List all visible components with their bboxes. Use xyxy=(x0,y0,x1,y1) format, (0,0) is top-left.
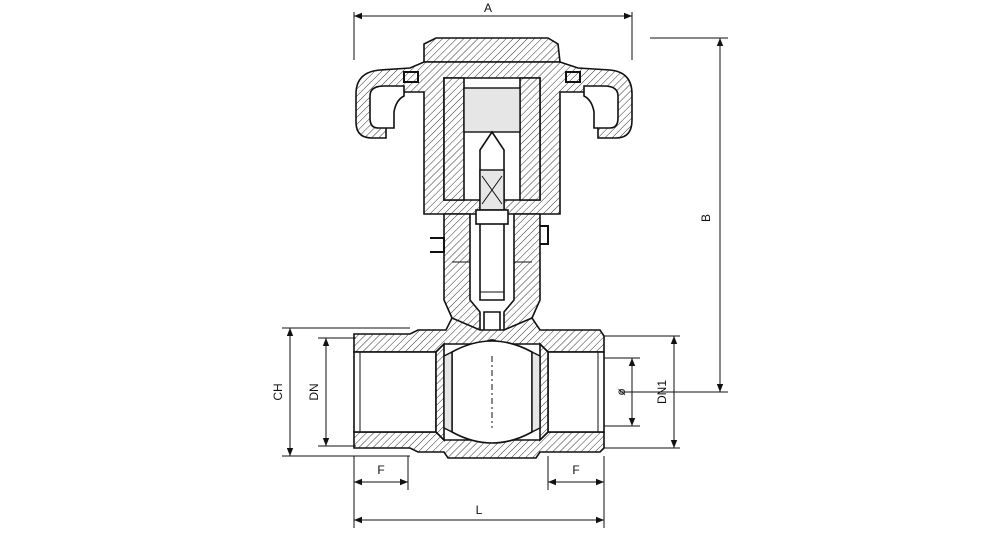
dim-label-dn1: DN1 xyxy=(655,380,669,404)
dim-label-l: L xyxy=(476,503,483,517)
handwheel xyxy=(355,37,633,215)
dim-label-b: B xyxy=(699,214,713,222)
dim-label-ch: CH xyxy=(271,383,285,400)
dim-label-f-right: F xyxy=(572,463,579,477)
dim-label-f-left: F xyxy=(377,463,384,477)
dimension-lines xyxy=(282,12,728,528)
valve-body xyxy=(353,316,605,459)
dim-label-a: A xyxy=(484,1,492,15)
dim-label-dn: DN xyxy=(307,383,321,400)
bonnet-neck xyxy=(430,213,549,331)
dim-label-phi: ø xyxy=(614,388,628,396)
